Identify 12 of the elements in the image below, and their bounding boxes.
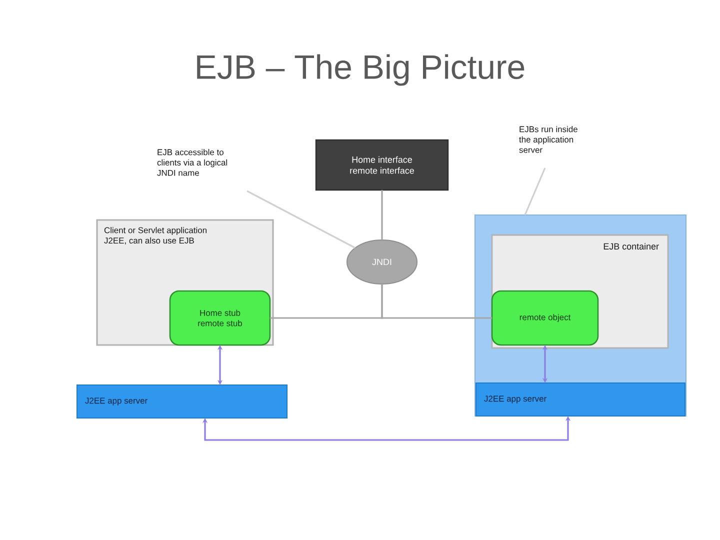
leader-line <box>524 168 546 216</box>
connector-line <box>381 190 383 240</box>
leader-line <box>246 190 356 249</box>
object-box: remote object <box>491 290 599 346</box>
server-bar: J2EE app server <box>76 384 288 418</box>
interface-box: Home interface remote interface <box>315 139 449 191</box>
server-bar: J2EE app server <box>476 382 686 416</box>
callout-text: EJB accessible to clients via a logical JNDI name <box>157 149 228 176</box>
stub-box: Home stub remote stub <box>169 290 271 346</box>
callout-text: EJBs run inside the application server <box>519 126 578 153</box>
connector-line <box>381 284 492 319</box>
slide-title: EJB – The Big Picture <box>197 54 524 86</box>
